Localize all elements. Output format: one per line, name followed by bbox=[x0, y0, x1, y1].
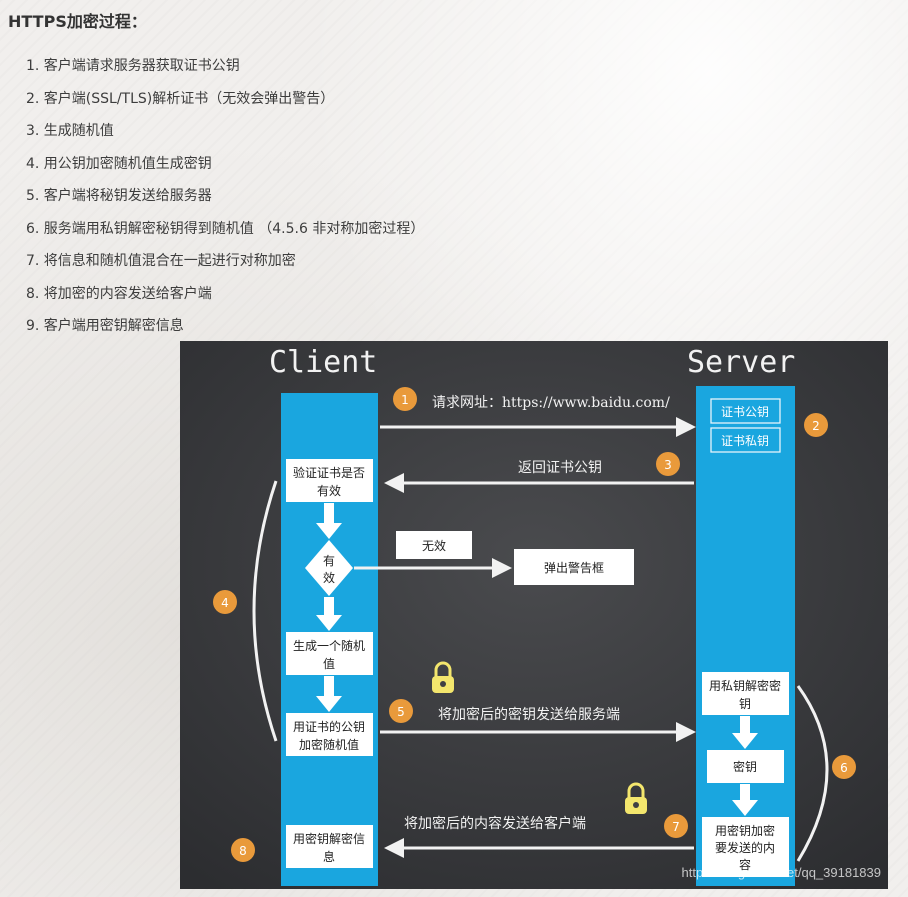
client-generate-box bbox=[286, 632, 373, 675]
server-encrypt-line-2: 要发送的内 bbox=[715, 840, 775, 855]
return-cert-arrow bbox=[384, 473, 694, 493]
badge-2 bbox=[804, 413, 828, 437]
badge-6 bbox=[832, 755, 856, 779]
server-encrypt-line-3: 容 bbox=[739, 857, 751, 872]
page-heading: HTTPS加密过程： bbox=[8, 12, 147, 31]
server-encrypt-box bbox=[702, 817, 789, 877]
lock-icon bbox=[625, 782, 647, 814]
client-generate-line-1: 生成一个随机 bbox=[293, 638, 365, 653]
server-decrypt-line-1: 用私钥解密密 bbox=[709, 678, 781, 693]
return-cert-caption: 返回证书公钥 bbox=[518, 460, 602, 476]
badge-5 bbox=[389, 699, 413, 723]
badge-6-label: 6 bbox=[840, 761, 848, 775]
client-verify-line-1: 验证证书是否 bbox=[293, 465, 365, 480]
list-item: 5. 客户端将秘钥发送给服务器 bbox=[26, 188, 212, 204]
warning-box bbox=[514, 549, 634, 585]
server-down-arrow bbox=[732, 784, 758, 816]
server-decrypt-box bbox=[702, 672, 789, 715]
client-generate-line-2: 值 bbox=[323, 656, 335, 671]
badge-8 bbox=[231, 838, 255, 862]
client-valid-diamond bbox=[305, 540, 353, 596]
list-item: 3. 生成随机值 bbox=[26, 123, 114, 139]
client-encrypt-box bbox=[286, 713, 373, 756]
badge-2-label: 2 bbox=[812, 419, 820, 433]
badge-8-label: 8 bbox=[239, 844, 247, 858]
server-decrypt-line-2: 钥 bbox=[739, 697, 751, 711]
badge-4 bbox=[213, 590, 237, 614]
server-cert-private-box bbox=[710, 427, 781, 453]
server-key-label: 密钥 bbox=[733, 759, 757, 774]
list-item: 6. 服务端用私钥解密秘钥得到随机值 （4.5.6 非对称加密过程） bbox=[26, 220, 425, 237]
server-cert-public-label: 证书公钥 bbox=[721, 405, 769, 419]
server-cert-private-label: 证书私钥 bbox=[721, 434, 769, 448]
send-key-caption: 将加密后的密钥发送给服务端 bbox=[438, 706, 620, 723]
server-cert-public-box bbox=[710, 398, 781, 424]
invalid-label: 无效 bbox=[422, 538, 446, 553]
send-key-arrow bbox=[380, 722, 696, 742]
invalid-label-box bbox=[396, 531, 472, 559]
badge-1-label: 1 bbox=[401, 393, 409, 407]
server-encrypt-line-1: 用密钥加密 bbox=[715, 823, 775, 838]
list-item: 8. 将加密的内容发送给客户端 bbox=[26, 285, 212, 302]
client-header: Client bbox=[269, 345, 377, 380]
badge-7-label: 7 bbox=[672, 820, 680, 834]
client-encrypt-line-1: 用证书的公钥 bbox=[293, 719, 365, 734]
list-item: 4. 用公钥加密随机值生成密钥 bbox=[26, 155, 212, 172]
server-header: Server bbox=[687, 345, 795, 380]
badge-1 bbox=[393, 387, 417, 411]
step-4-brace bbox=[252, 480, 278, 742]
client-valid-line-2: 效 bbox=[323, 570, 335, 585]
request-caption: 请求网址：https://www.baidu.com/ bbox=[432, 395, 670, 411]
client-down-arrow bbox=[316, 676, 342, 712]
client-verify-box bbox=[286, 459, 373, 502]
watermark: https://blog.csdn.net/qq_39181839 bbox=[682, 865, 882, 880]
request-arrow bbox=[380, 417, 696, 437]
client-decrypt-line-1: 用密钥解密信 bbox=[293, 831, 365, 846]
step-6-brace bbox=[796, 685, 829, 862]
list-item: 2. 客户端(SSL/TLS)解析证书（无效会弹出警告） bbox=[26, 90, 335, 107]
send-content-arrow bbox=[384, 838, 694, 858]
badge-4-label: 4 bbox=[221, 596, 229, 610]
badge-3-label: 3 bbox=[664, 458, 672, 472]
badge-7 bbox=[664, 814, 688, 838]
client-verify-line-2: 有效 bbox=[317, 483, 341, 498]
server-key-box bbox=[707, 750, 784, 783]
invalid-arrow bbox=[354, 558, 512, 578]
warning-box-label: 弹出警告框 bbox=[544, 560, 604, 575]
https-flow-diagram: Client Server 证书公钥 证书私钥 验证证书是否 有效 有 效 生成… bbox=[180, 341, 888, 889]
client-encrypt-line-2: 加密随机值 bbox=[299, 737, 359, 752]
client-decrypt-box bbox=[286, 825, 373, 868]
client-down-arrow bbox=[316, 597, 342, 631]
steps-list: 1. 客户端请求服务器获取证书公钥 2. 客户端(SSL/TLS)解析证书（无效… bbox=[26, 57, 424, 350]
client-valid-line-1: 有 bbox=[323, 554, 335, 568]
send-content-caption: 将加密后的内容发送给客户端 bbox=[404, 815, 586, 832]
https-diagram-image: Client Server 证书公钥 证书私钥 验证证书是否 有效 有 效 生成… bbox=[180, 341, 888, 889]
list-item: 1. 客户端请求服务器获取证书公钥 bbox=[26, 58, 240, 74]
client-down-arrow bbox=[316, 503, 342, 539]
lock-icon bbox=[432, 661, 454, 693]
client-decrypt-line-2: 息 bbox=[323, 849, 335, 864]
list-item: 9. 客户端用密钥解密信息 bbox=[26, 318, 184, 334]
server-down-arrow bbox=[732, 716, 758, 749]
list-item: 7. 将信息和随机值混合在一起进行对称加密 bbox=[26, 253, 296, 269]
badge-5-label: 5 bbox=[397, 705, 405, 719]
badge-3 bbox=[656, 452, 680, 476]
